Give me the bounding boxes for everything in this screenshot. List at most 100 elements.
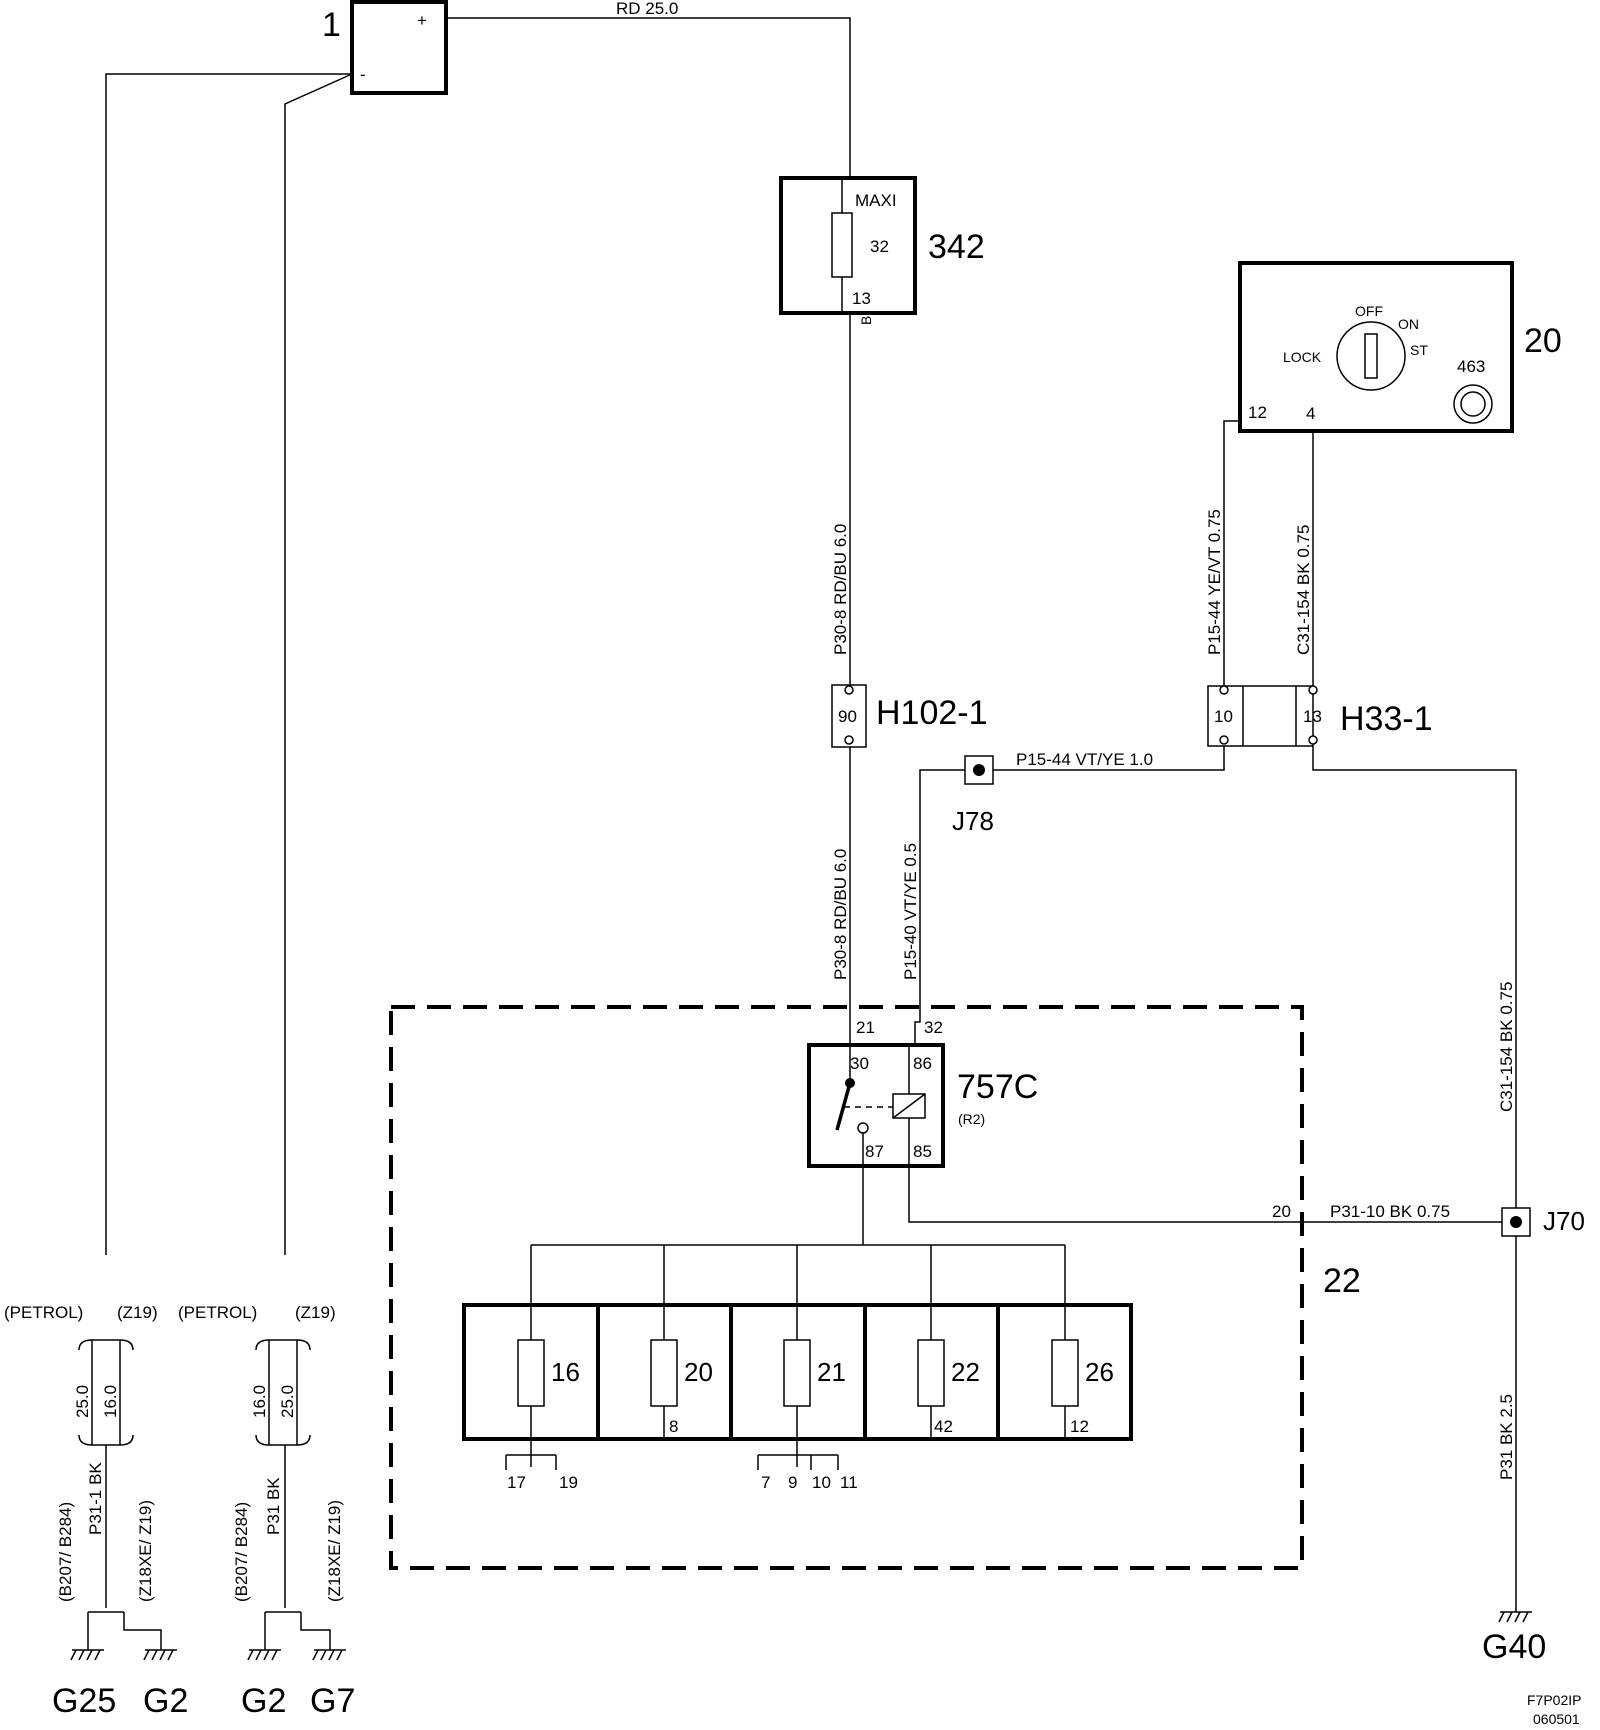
maxi-fuse-id: 342	[928, 228, 985, 266]
left-wire: P31-1 BK	[86, 1462, 105, 1535]
fuse-pin-17: 17	[507, 1473, 526, 1492]
ignition-pin-4: 4	[1306, 404, 1315, 423]
relay-sub: (R2)	[958, 1111, 985, 1127]
wire-battery-negative	[105, 73, 353, 1255]
ignition-off: OFF	[1355, 303, 1383, 319]
j78-id: J78	[952, 806, 994, 836]
right-var-a: (B207/ B284)	[232, 1502, 251, 1602]
ignition-pin-12: 12	[1248, 403, 1267, 422]
right-size-b: 25.0	[278, 1385, 297, 1418]
left-petrol-label: (PETROL)	[4, 1303, 83, 1322]
h33-id: H33-1	[1340, 700, 1433, 738]
fuse-21-rating: 21	[817, 1357, 846, 1387]
fuse-output-pins: 17 19 7 9 10 11	[505, 1454, 858, 1492]
wire-label-c31-154-sw: C31-154 BK 0.75	[1294, 525, 1313, 655]
fuse-26-element	[1051, 1339, 1079, 1407]
ignition-switch-box	[1238, 261, 1514, 433]
relay-pin-30: 30	[850, 1054, 869, 1073]
wire-p31-g40: P31 BK 2.5 G40	[1482, 1236, 1546, 1666]
right-wire: P31 BK	[264, 1477, 283, 1535]
right-var-b: (Z18XE/ Z19)	[325, 1500, 344, 1602]
ground-g2-right-label: G2	[241, 1682, 286, 1720]
fuse-22-rating: 22	[951, 1357, 980, 1387]
relay-757c: 30 86 87 85 757C (R2)	[807, 1043, 1038, 1168]
fuse-21-element	[783, 1339, 811, 1407]
fuse-20: 20 8	[650, 1292, 713, 1439]
relay-id: 757C	[957, 1068, 1038, 1106]
fuse-20-pin: 8	[669, 1417, 678, 1436]
ignition-id: 20	[1524, 322, 1562, 360]
ignition-st: ST	[1410, 342, 1428, 358]
h33-pin-13: 13	[1303, 707, 1322, 726]
wire-label-p15-40: P15-40 VT/YE 0.5	[901, 843, 920, 980]
fuse-box-pin-20: 20	[1272, 1202, 1291, 1221]
relay-box	[807, 1043, 945, 1168]
fuse-26-pin: 12	[1070, 1417, 1089, 1436]
right-z19-label: (Z19)	[295, 1303, 336, 1322]
relay-pin-85: 85	[913, 1142, 932, 1161]
right-size-a: 16.0	[250, 1385, 269, 1418]
wire-battery-positive: RD 25.0	[446, 0, 851, 178]
battery-id: 1	[322, 6, 341, 44]
fuse-16-rating: 16	[551, 1357, 580, 1387]
ignition-on: ON	[1398, 316, 1419, 332]
ground-g40-label: G40	[1482, 1628, 1546, 1666]
connector-h102-1: 90 H102-1	[831, 684, 988, 748]
battery: 1 + -	[322, 0, 448, 95]
right-petrol-label: (PETROL)	[178, 1303, 257, 1322]
ignition-switch-20: OFF ON LOCK ST 463 12 4 20	[1238, 261, 1562, 433]
fuse-bus	[530, 1166, 1066, 1292]
maxi-fuse-type: MAXI	[855, 191, 897, 210]
ignition-lock: LOCK	[1283, 349, 1322, 365]
fuse-pin-10: 10	[812, 1473, 831, 1492]
wire-label-p15-44-h: P15-44 VT/YE 1.0	[1016, 750, 1153, 769]
h102-pin: 90	[838, 707, 857, 726]
wire-label-p30-upper: P30-8 RD/BU 6.0	[831, 524, 850, 655]
ground-group-left: (PETROL) (Z19) 25.0 16.0 (B207/ B284) P3…	[4, 1303, 188, 1720]
fuse-26: 26 12	[1051, 1292, 1114, 1439]
wire-p31-10: 20 P31-10 BK 0.75	[908, 1166, 1502, 1223]
j78-dot	[973, 764, 985, 776]
splice-j78: J78	[952, 755, 994, 836]
ground-symbol-g25	[70, 1649, 104, 1661]
j70-id: J70	[1543, 1206, 1585, 1236]
fuse-22-element	[917, 1339, 945, 1407]
fuse-26-rating: 26	[1085, 1357, 1114, 1387]
battery-plus: +	[417, 11, 427, 30]
fuse-pin-7: 7	[761, 1473, 770, 1492]
relay-pin-87: 87	[865, 1142, 884, 1161]
maxi-fuse-pin: 13	[852, 289, 871, 308]
fuse-box-22: 21 32 22	[389, 1005, 1361, 1570]
wire-label-battery-top: RD 25.0	[616, 0, 678, 18]
connector-h33-1: 10 13 H33-1	[1207, 685, 1433, 747]
fuse-22-pin: 42	[934, 1417, 953, 1436]
fuse-21: 21	[783, 1292, 846, 1467]
relay-pin-86: 86	[913, 1054, 932, 1073]
splice-j70: J70	[1501, 1206, 1585, 1237]
fuse-pin-19: 19	[559, 1473, 578, 1492]
ground-symbol-g7	[312, 1649, 346, 1661]
immobiliser-ring	[1453, 384, 1493, 424]
left-size-a: 25.0	[73, 1385, 92, 1418]
ground-group-right: (PETROL) (Z19) 16.0 25.0 (B207/ B284) P3…	[178, 1303, 355, 1720]
diagram-date: 060501	[1533, 1711, 1580, 1727]
ground-symbol-g40	[1498, 1611, 1532, 1623]
battery-minus: -	[360, 65, 366, 84]
wire-label-p31-10: P31-10 BK 0.75	[1330, 1202, 1450, 1221]
fuse-box-pin-32: 32	[924, 1018, 943, 1037]
ignition-sub-id: 463	[1457, 357, 1485, 376]
wire-label-c31-154-v: C31-154 BK 0.75	[1497, 982, 1516, 1112]
fuse-16-element	[517, 1339, 545, 1407]
ground-symbol-g2-right	[247, 1649, 281, 1661]
fuse-box-pin-21: 21	[856, 1018, 875, 1037]
wire-c31-154-vertical: C31-154 BK 0.75	[1312, 746, 1517, 1208]
fuse-20-rating: 20	[684, 1357, 713, 1387]
fuse-box-id: 22	[1323, 1262, 1361, 1300]
maxi-fuse-342: MAXI 32 13 342 B	[779, 176, 985, 325]
h33-pin-10: 10	[1214, 707, 1233, 726]
maxi-fuse-box	[779, 176, 917, 315]
maxi-fuse-rating: 32	[870, 237, 889, 256]
left-size-b: 16.0	[101, 1385, 120, 1418]
wire-label-p15-44-sw: P15-44 YE/VT 0.75	[1205, 509, 1224, 655]
